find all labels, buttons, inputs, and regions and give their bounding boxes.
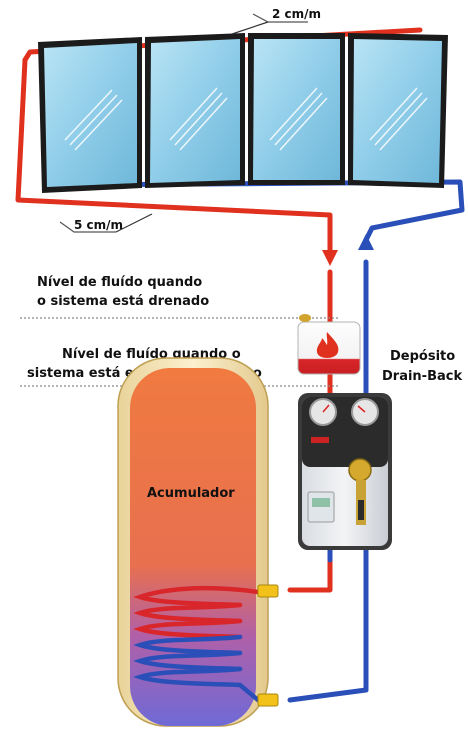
cold-outlet-fitting xyxy=(257,693,279,707)
pump-icon xyxy=(348,458,372,482)
slope-top-label: 2 cm/m xyxy=(272,7,321,21)
collector-panel-4 xyxy=(348,33,448,188)
controller-screen xyxy=(312,498,330,507)
drainback-vessel xyxy=(297,314,361,375)
hot-inlet-fitting xyxy=(257,584,279,598)
collector-panel-2 xyxy=(145,33,245,188)
slope-bottom-label: 5 cm/m xyxy=(74,218,123,232)
up-flow-arrow xyxy=(358,234,374,250)
tank-label: Acumulador xyxy=(147,486,235,501)
drained-level-label-2: o sistema está drenado xyxy=(37,294,209,309)
drainback-label-1: Depósito xyxy=(390,349,455,364)
collector-panel-3 xyxy=(248,33,345,185)
drainback-label-2: Drain-Back xyxy=(382,369,462,384)
pump-station xyxy=(298,393,392,550)
slope-indicator-top: 2 cm/m xyxy=(231,7,321,35)
down-flow-arrow xyxy=(322,250,338,266)
vessel-valve-icon xyxy=(299,314,311,322)
flame-icon xyxy=(316,332,339,358)
heat-exchanger-coil xyxy=(133,585,261,703)
collector-array xyxy=(38,33,448,193)
slope-indicator-bottom: 5 cm/m xyxy=(59,213,153,233)
gauge-right-icon xyxy=(351,398,379,426)
storage-tank: Acumulador xyxy=(117,357,279,727)
station-badge xyxy=(311,437,329,443)
gauge-left-icon xyxy=(309,398,337,426)
drained-level-label-1: Nível de fluído quando xyxy=(37,275,202,290)
collector-panel-1 xyxy=(38,37,142,193)
